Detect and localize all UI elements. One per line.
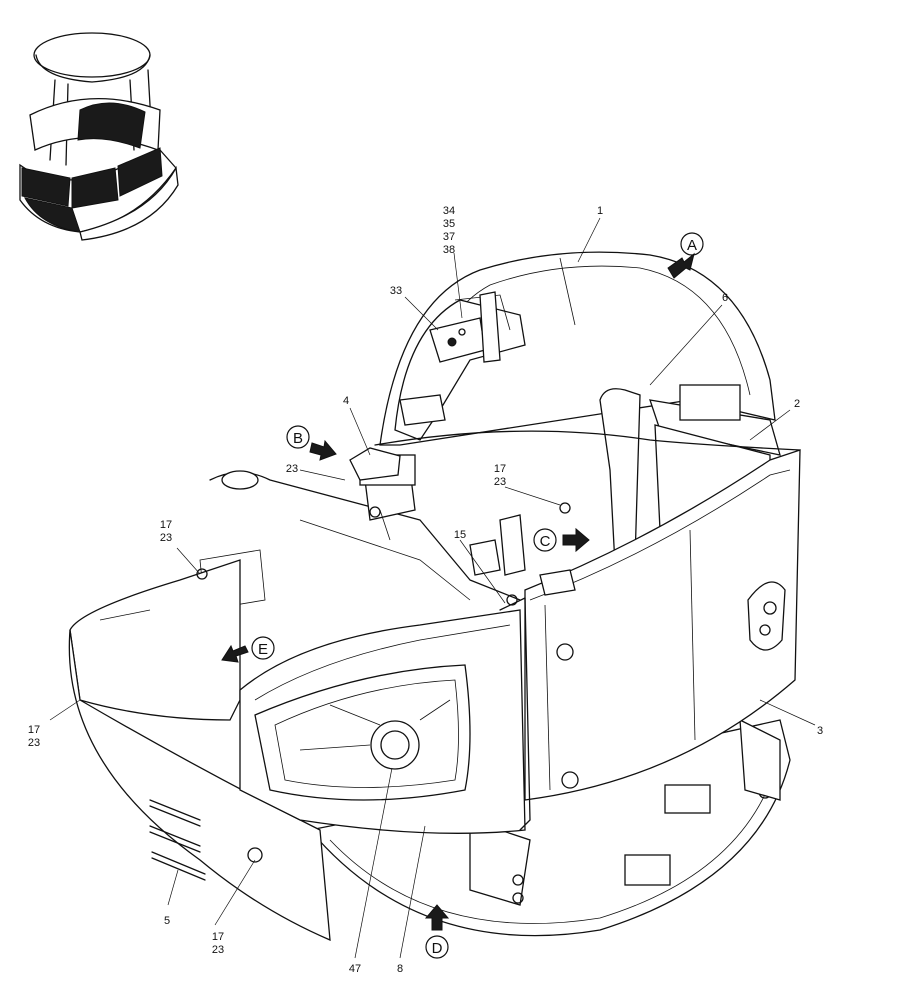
part-labels: 1 2 3 4 5 6 8 15 33 47 17 23 17 23 17 23… <box>28 205 823 975</box>
label-2: 2 <box>794 398 800 410</box>
view-arrow-d: D <box>424 904 450 959</box>
label-38: 38 <box>443 244 455 256</box>
label-34: 34 <box>443 205 455 217</box>
label-23-bottom-left: 23 <box>28 737 40 749</box>
label-6: 6 <box>722 292 728 304</box>
label-35: 35 <box>443 218 455 230</box>
label-17-top: 17 <box>494 463 506 475</box>
view-arrow-e: E <box>221 636 275 663</box>
label-17-bottom: 17 <box>212 931 224 943</box>
label-4: 4 <box>343 395 349 407</box>
view-b-label: B <box>293 430 303 447</box>
view-a-label: A <box>687 237 697 254</box>
main-assembly <box>68 251 801 942</box>
label-23-top: 23 <box>494 476 506 488</box>
leader-lines <box>49 217 816 959</box>
view-arrow-b: B <box>286 425 337 461</box>
vent-slots <box>149 799 206 881</box>
label-37: 37 <box>443 231 455 243</box>
view-arrow-c: C <box>533 527 590 553</box>
label-15: 15 <box>454 529 466 541</box>
label-23-bottom: 23 <box>212 944 224 956</box>
label-17-bottom-left: 17 <box>28 724 40 736</box>
label-47: 47 <box>349 963 361 975</box>
view-d-label: D <box>432 940 443 957</box>
arrow-b-icon <box>309 439 337 461</box>
thumbnail-overview <box>19 32 179 241</box>
label-8: 8 <box>397 963 403 975</box>
label-1: 1 <box>597 205 603 217</box>
arrow-d-icon <box>424 904 450 931</box>
arrow-c-icon <box>562 527 590 553</box>
label-3: 3 <box>817 725 823 737</box>
label-23-b: 23 <box>286 463 298 475</box>
arrow-a-icon <box>667 252 695 279</box>
view-c-label: C <box>540 533 551 550</box>
arrow-e-icon <box>221 644 249 663</box>
view-e-label: E <box>258 641 268 658</box>
label-23-left: 23 <box>160 532 172 544</box>
label-17-left: 17 <box>160 519 172 531</box>
label-33: 33 <box>390 285 402 297</box>
label-5: 5 <box>164 915 170 927</box>
view-arrow-a: A <box>667 232 704 279</box>
